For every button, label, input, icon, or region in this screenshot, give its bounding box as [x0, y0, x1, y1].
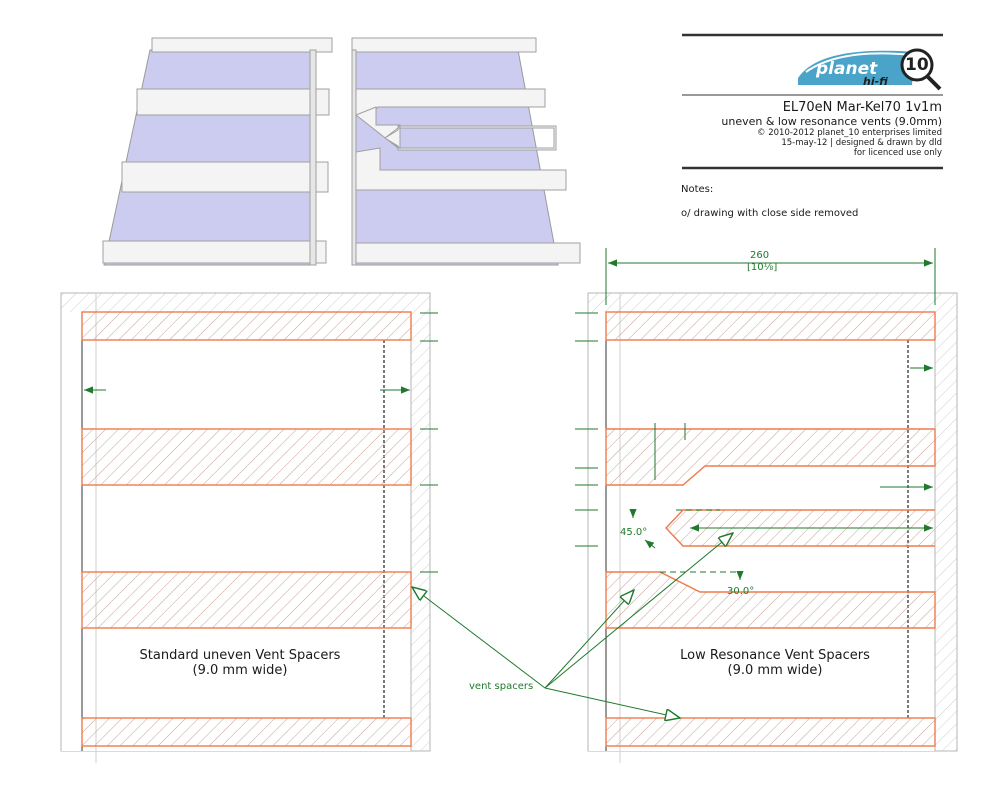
vent-spacer-leaders — [412, 533, 733, 718]
notes-heading: Notes: — [681, 184, 714, 195]
width-dimension: 260 — [750, 250, 770, 261]
title-block — [682, 33, 943, 170]
left-vent-spacers — [81, 311, 412, 747]
right-caption: Low Resonance Vent Spacers (9.0 mm wide) — [645, 648, 905, 678]
angle-30-label: 30.0° — [727, 586, 755, 597]
left-panel-3d — [103, 49, 317, 266]
left-spacer-3 — [81, 571, 412, 629]
left-caption-line1: Standard uneven Vent Spacers — [139, 648, 341, 663]
left-spacer-4 — [81, 717, 412, 747]
logo-number: 10 — [905, 55, 929, 75]
logo-brand: planet — [816, 59, 878, 79]
left-caption: Standard uneven Vent Spacers (9.0 mm wid… — [110, 648, 370, 678]
right-panel-3d — [351, 49, 559, 266]
left-spacer-1 — [81, 311, 412, 341]
drawing-title: EL70eN Mar-Kel70 1v1m — [782, 100, 942, 115]
left-spacer-2 — [81, 428, 412, 486]
date-line: 15-may-12 | designed & drawn by dld — [781, 138, 942, 148]
drawing-subtitle: uneven & low resonance vents (9.0mm) — [721, 115, 942, 128]
copyright-line: © 2010-2012 planet_10 enterprises limite… — [757, 128, 942, 138]
right-section — [575, 248, 958, 763]
vent-spacers-label: vent spacers — [469, 681, 534, 692]
right-spacer-2 — [605, 428, 936, 486]
angle-45-label: 45.0° — [620, 527, 648, 538]
logo-sub: hi-fi — [863, 75, 888, 88]
right-spacer-1 — [605, 311, 936, 341]
right-caption-line1: Low Resonance Vent Spacers — [680, 648, 870, 663]
isometric-view — [102, 37, 581, 266]
right-caption-line2: (9.0 mm wide) — [727, 663, 823, 678]
left-caption-line2: (9.0 mm wide) — [192, 663, 288, 678]
left-section — [60, 292, 438, 763]
notes-line-1: o/ drawing with close side removed — [681, 208, 859, 219]
right-spacer-5 — [605, 717, 936, 747]
license-line: for licenced use only — [853, 148, 942, 158]
width-ratio: [10⅛] — [747, 262, 778, 273]
planet10-logo — [798, 48, 942, 91]
